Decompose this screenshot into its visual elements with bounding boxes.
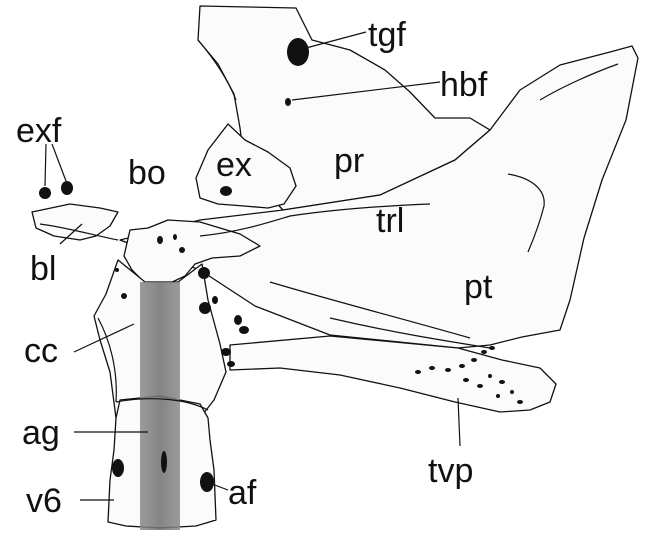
cc-foramen-8 <box>227 361 235 367</box>
label-ex: ex <box>216 146 252 184</box>
cc-foramen-6 <box>239 326 249 334</box>
stippled-band <box>140 282 180 530</box>
cc-foramen-4 <box>212 296 218 304</box>
label-hbf: hbf <box>440 66 488 104</box>
basal-lamina-outline <box>32 204 118 240</box>
cc-foramen-5 <box>234 315 242 325</box>
label-bl: bl <box>30 250 56 288</box>
bo-foramen-1 <box>157 236 163 244</box>
label-v6: v6 <box>26 482 62 520</box>
tvp-process-outline <box>230 336 556 412</box>
bo-foramen-3 <box>179 247 185 253</box>
label-af: af <box>228 474 257 512</box>
hbf-foramen <box>285 98 291 106</box>
label-pr: pr <box>334 142 364 180</box>
label-exf: exf <box>16 112 62 150</box>
ag-foramen <box>161 451 167 473</box>
cc-foramen-3 <box>199 302 211 314</box>
ex-foramen <box>220 186 232 196</box>
exf-foramen-right <box>61 181 73 195</box>
tvp-leader <box>458 398 460 446</box>
cc-foramen-2 <box>121 293 127 299</box>
label-cc: cc <box>24 332 58 370</box>
label-bo: bo <box>128 154 166 192</box>
cc-foramen-1 <box>115 268 119 272</box>
exf-foramen-left <box>39 187 51 199</box>
label-tvp: tvp <box>428 452 473 490</box>
tgf-foramen <box>287 38 309 66</box>
label-pt: pt <box>464 268 493 306</box>
label-tgf: tgf <box>368 16 406 54</box>
tgf-leader <box>306 32 366 48</box>
bo-foramen-2 <box>173 234 177 240</box>
label-ag: ag <box>22 414 60 452</box>
label-trl: trl <box>376 202 404 240</box>
exf-leader-left <box>45 144 46 186</box>
af-foramen-right <box>200 472 214 492</box>
af-foramen-left <box>112 459 124 477</box>
bo-foramen-4 <box>198 267 210 279</box>
cc-foramen-7 <box>221 348 231 356</box>
